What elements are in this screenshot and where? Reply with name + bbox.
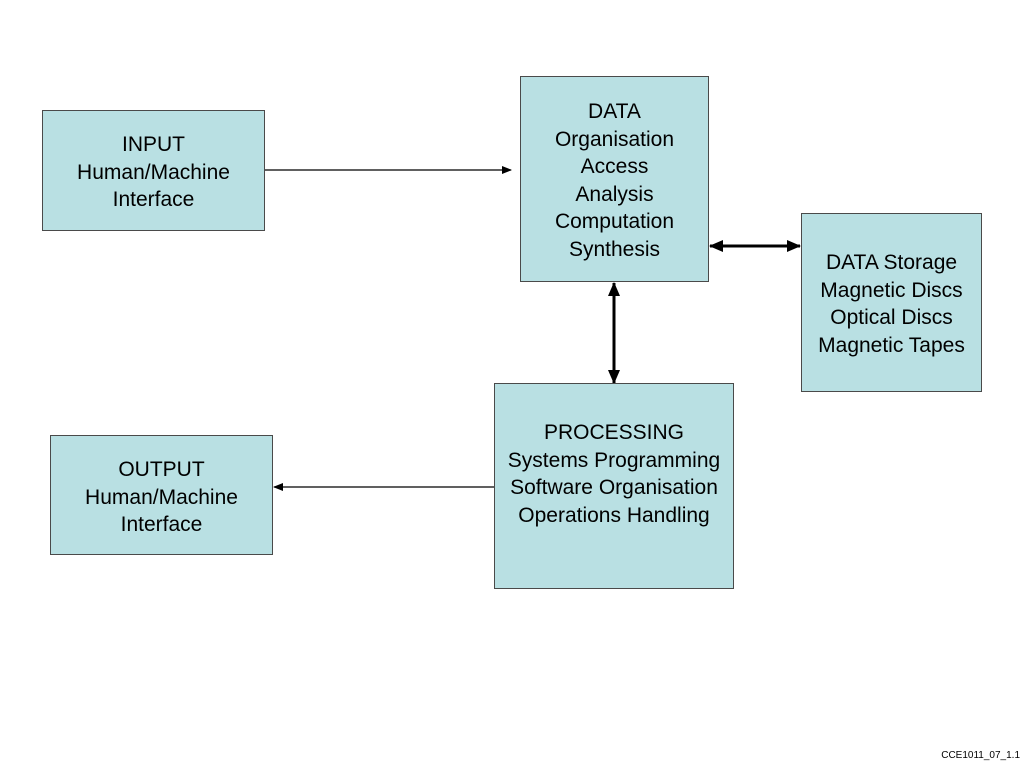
data-line: Access — [580, 155, 649, 178]
output-line: Interface — [120, 513, 203, 536]
data-line: Organisation — [554, 127, 675, 151]
output-box: OUTPUT Human/Machine Interface — [50, 435, 273, 555]
storage-line: Optical Discs — [830, 306, 953, 329]
data-line: Computation — [554, 210, 675, 233]
data-line: Analysis — [575, 182, 654, 206]
data-box: DATA Organisation Access Analysis Comput… — [520, 76, 709, 282]
storage-line: Magnetic Discs — [820, 278, 963, 302]
processing-line: Software Organisation — [510, 476, 718, 499]
processing-line: Operations Handling — [518, 503, 710, 527]
storage-line: Magnetic Tapes — [818, 333, 965, 357]
storage-title: DATA Storage — [825, 251, 958, 274]
output-line: Human/Machine — [85, 485, 238, 509]
output-title: OUTPUT — [118, 458, 205, 481]
input-line: Human/Machine — [77, 160, 230, 184]
data-line: Synthesis — [568, 237, 661, 261]
data-title: DATA — [588, 100, 641, 123]
data-storage-box: DATA Storage Magnetic Discs Optical Disc… — [801, 213, 982, 392]
processing-line: Systems Programming — [507, 448, 721, 472]
input-box: INPUT Human/Machine Interface — [42, 110, 265, 231]
input-title: INPUT — [122, 133, 185, 156]
processing-box: PROCESSING Systems Programming Software … — [494, 383, 734, 589]
document-id-label: CCE1011_07_1.1 — [941, 750, 1020, 761]
input-line: Interface — [112, 188, 195, 211]
processing-title: PROCESSING — [543, 421, 685, 444]
